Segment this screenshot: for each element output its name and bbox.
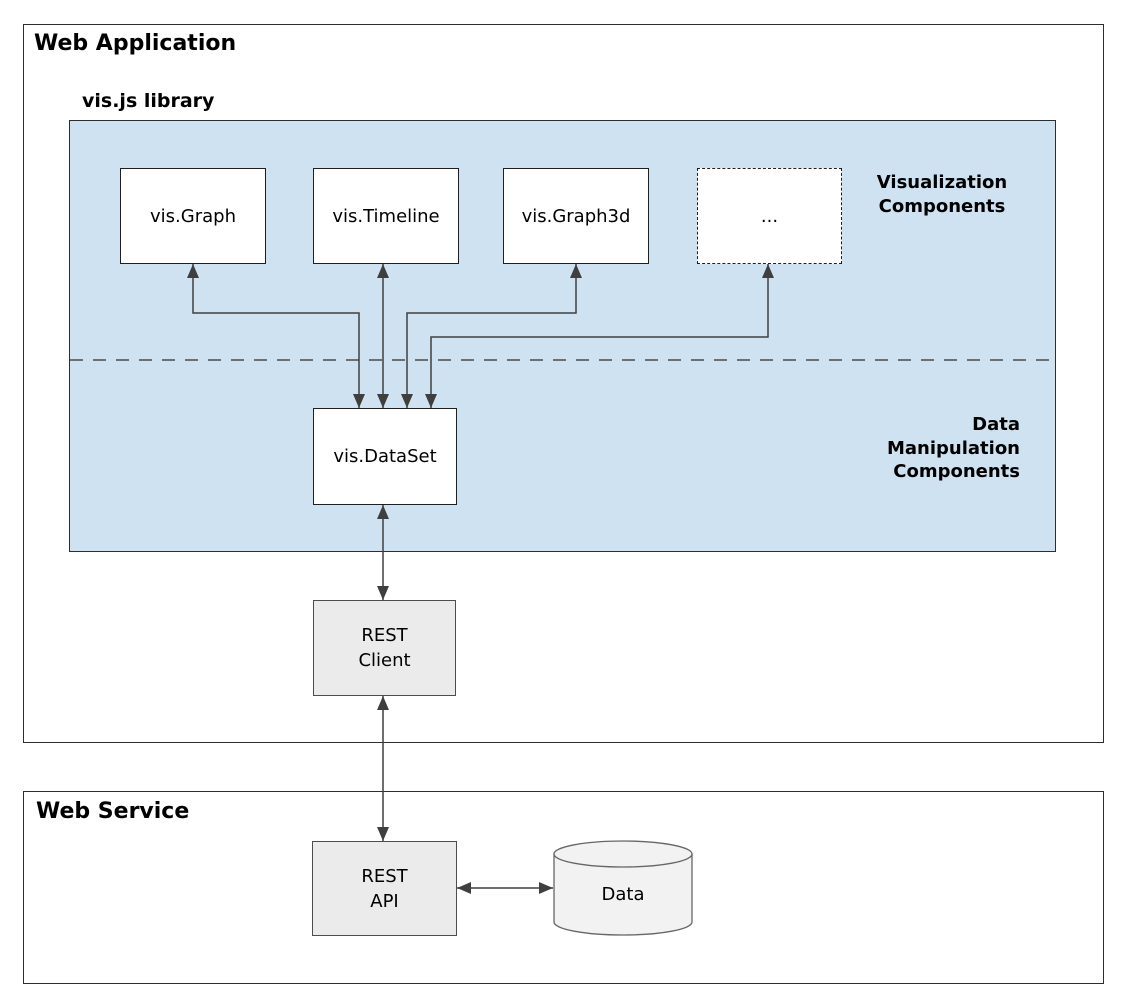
data-store-cylinder: Data xyxy=(553,840,693,936)
node-vis-graph3d: vis.Graph3d xyxy=(503,168,649,264)
web-service-title: Web Service xyxy=(36,799,190,824)
node-rest-client: REST Client xyxy=(313,600,456,696)
data-manipulation-components-label: Data Manipulation Components xyxy=(886,414,1020,482)
node-rest-api: REST API xyxy=(312,841,457,936)
database-cylinder-icon xyxy=(553,840,693,936)
node-vis-timeline: vis.Timeline xyxy=(313,168,459,264)
node-vis-dataset: vis.DataSet xyxy=(313,408,457,505)
web-application-title: Web Application xyxy=(34,31,237,56)
node-more-components: ... xyxy=(697,168,842,264)
node-vis-graph: vis.Graph xyxy=(120,168,266,264)
data-store-label: Data xyxy=(601,884,645,905)
vis-js-library-title: vis.js library xyxy=(82,90,215,112)
visualization-components-label: Visualization Components xyxy=(876,172,1008,217)
